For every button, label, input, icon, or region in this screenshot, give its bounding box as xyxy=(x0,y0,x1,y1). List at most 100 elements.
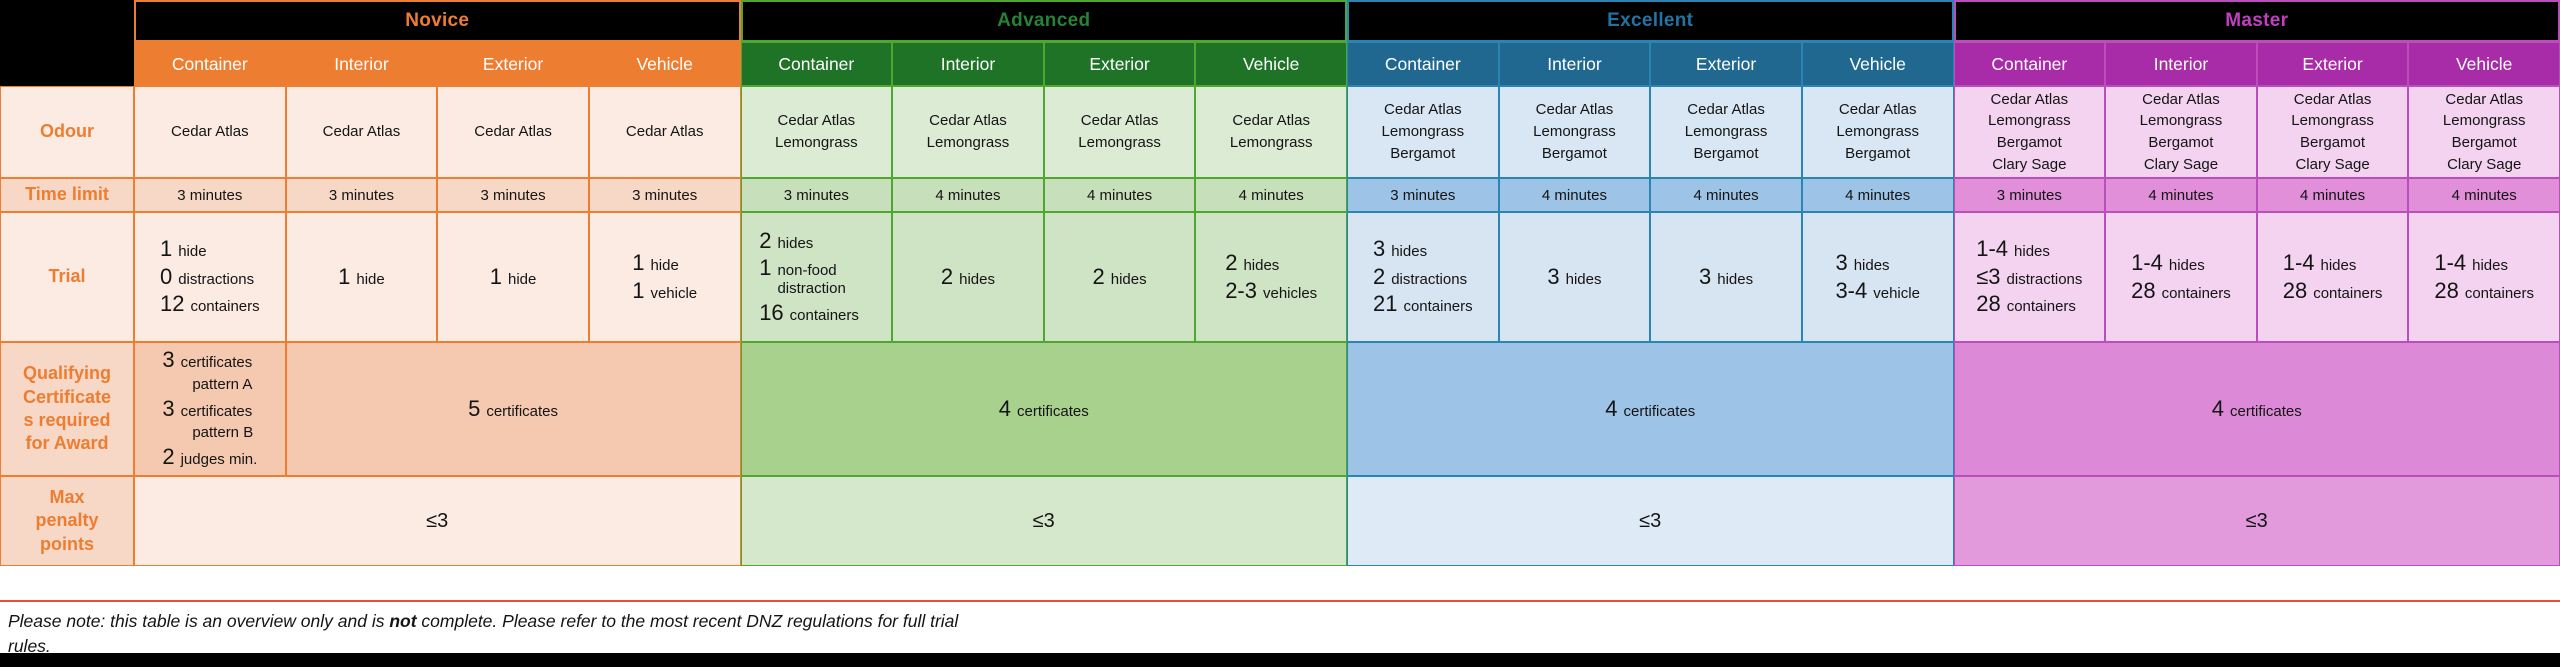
column-header-master-vehicle: Vehicle xyxy=(2408,42,2560,86)
row-label-odour: Odour xyxy=(0,86,134,178)
row-label-time_limit: Time limit xyxy=(0,178,134,212)
row-label-qualifying: Qualifying Certificate s required for Aw… xyxy=(0,342,134,476)
trial-unit: hides xyxy=(2320,256,2357,274)
odour-cell: Cedar Atlas Lemongrass Bergamot Clary Sa… xyxy=(2105,86,2257,178)
footnote: Please note: this table is an overview o… xyxy=(8,609,2560,660)
trial-count: 3 xyxy=(1835,249,1848,275)
odour-cell: Cedar Atlas xyxy=(285,86,438,178)
trial-count: 1 xyxy=(632,249,645,275)
trial-unit: hides xyxy=(777,234,814,252)
trial-count: 3 xyxy=(1372,236,1386,262)
column-header-advanced-vehicle: Vehicle xyxy=(1195,42,1347,86)
trial-unit: containers xyxy=(1403,298,1473,316)
row-label-max_penalty: Max penalty points xyxy=(0,476,134,566)
column-header-excellent-interior: Interior xyxy=(1498,42,1651,86)
certificate-unit: certificates xyxy=(1623,402,1696,420)
certificate-line: 4 certificates xyxy=(2211,395,2302,422)
max-penalty-value: ≤3 xyxy=(1639,509,1662,532)
trial-unit: vehicle xyxy=(650,284,698,302)
certificate-unit: certificates xyxy=(2230,402,2302,420)
odour-cell: Cedar Atlas Lemongrass Bergamot xyxy=(1801,86,1954,178)
trial-unit: hides xyxy=(2014,243,2050,261)
trial-unit: hides xyxy=(1243,256,1280,274)
max-penalty-cell: ≤3 xyxy=(1347,476,1954,566)
column-header-master-interior: Interior xyxy=(2105,42,2257,86)
certificate-count: 4 xyxy=(2211,395,2225,421)
trial-unit: containers xyxy=(190,298,260,316)
trial-unit: distractions xyxy=(1391,270,1468,288)
bottom-black-bar xyxy=(0,653,2560,667)
trial-count: 1 xyxy=(489,263,502,289)
certificate-line: 3 certificates xyxy=(162,348,252,373)
trial-count: 0 xyxy=(159,263,173,289)
time-limit-cell: 3 minutes xyxy=(740,178,893,212)
trial-count: 28 xyxy=(2131,277,2156,303)
trial-count: 1-4 xyxy=(2131,249,2163,275)
time-limit-cell: 4 minutes xyxy=(1801,178,1954,212)
column-header-novice-interior: Interior xyxy=(285,42,438,86)
certificate-count: 4 xyxy=(998,395,1012,421)
time-limit-cell: 4 minutes xyxy=(1650,178,1802,212)
time-limit-cell: 4 minutes xyxy=(1498,178,1651,212)
trial-unit: hide xyxy=(178,243,207,261)
trial-unit: hides xyxy=(2472,256,2508,274)
certificate-count: 3 xyxy=(162,347,175,373)
odour-cell: Cedar Atlas Lemongrass xyxy=(1043,86,1196,178)
odour-cell: Cedar Atlas Lemongrass Bergamot Clary Sa… xyxy=(2408,86,2560,178)
trial-unit: hides xyxy=(1717,270,1754,288)
level-banner-advanced: Advanced xyxy=(740,0,1347,42)
footnote-prefix: Please note: this table is an overview o… xyxy=(8,611,390,631)
time-limit-cell: 4 minutes xyxy=(2105,178,2257,212)
trial-count: 2 xyxy=(1225,249,1238,275)
max-penalty-cell: ≤3 xyxy=(1953,476,2560,566)
trial-unit: containers xyxy=(2161,284,2231,302)
trial-count: 1 xyxy=(759,255,772,281)
trial-unit: distractions xyxy=(2006,270,2083,288)
certificate-unit: judges min. xyxy=(180,451,258,468)
column-header-novice-container: Container xyxy=(134,42,286,86)
odour-cell: Cedar Atlas Lemongrass Bergamot xyxy=(1347,86,1499,178)
row-label-trial: Trial xyxy=(0,212,134,342)
certificate-unit: certificates xyxy=(180,354,253,372)
trial-unit: distractions xyxy=(178,270,255,288)
trial-unit: hides xyxy=(1565,270,1602,288)
odour-cell: Cedar Atlas Lemongrass Bergamot Clary Sa… xyxy=(1953,86,2106,178)
trial-count: ≤3 xyxy=(1976,263,2001,289)
trial-unit: hide xyxy=(650,256,679,274)
odour-cell: Cedar Atlas Lemongrass Bergamot xyxy=(1650,86,1802,178)
trial-unit: containers xyxy=(2313,284,2383,302)
column-header-excellent-vehicle: Vehicle xyxy=(1801,42,1954,86)
